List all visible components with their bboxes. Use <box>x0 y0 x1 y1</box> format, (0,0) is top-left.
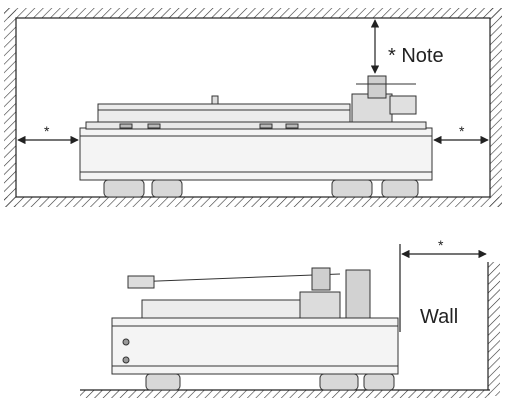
turntable-bottom-view <box>111 267 399 391</box>
clearance-left-label: * <box>44 123 50 139</box>
clearance-wall-label: * <box>438 237 444 253</box>
top-enclosure <box>4 8 502 207</box>
clearance-arrows-top <box>17 19 489 145</box>
wall-label: Wall <box>420 306 458 328</box>
clearance-arrow-wall <box>399 244 487 332</box>
turntable-top-view <box>79 75 433 198</box>
note-label: * Note <box>388 45 444 67</box>
clearance-right-label: * <box>459 123 465 139</box>
